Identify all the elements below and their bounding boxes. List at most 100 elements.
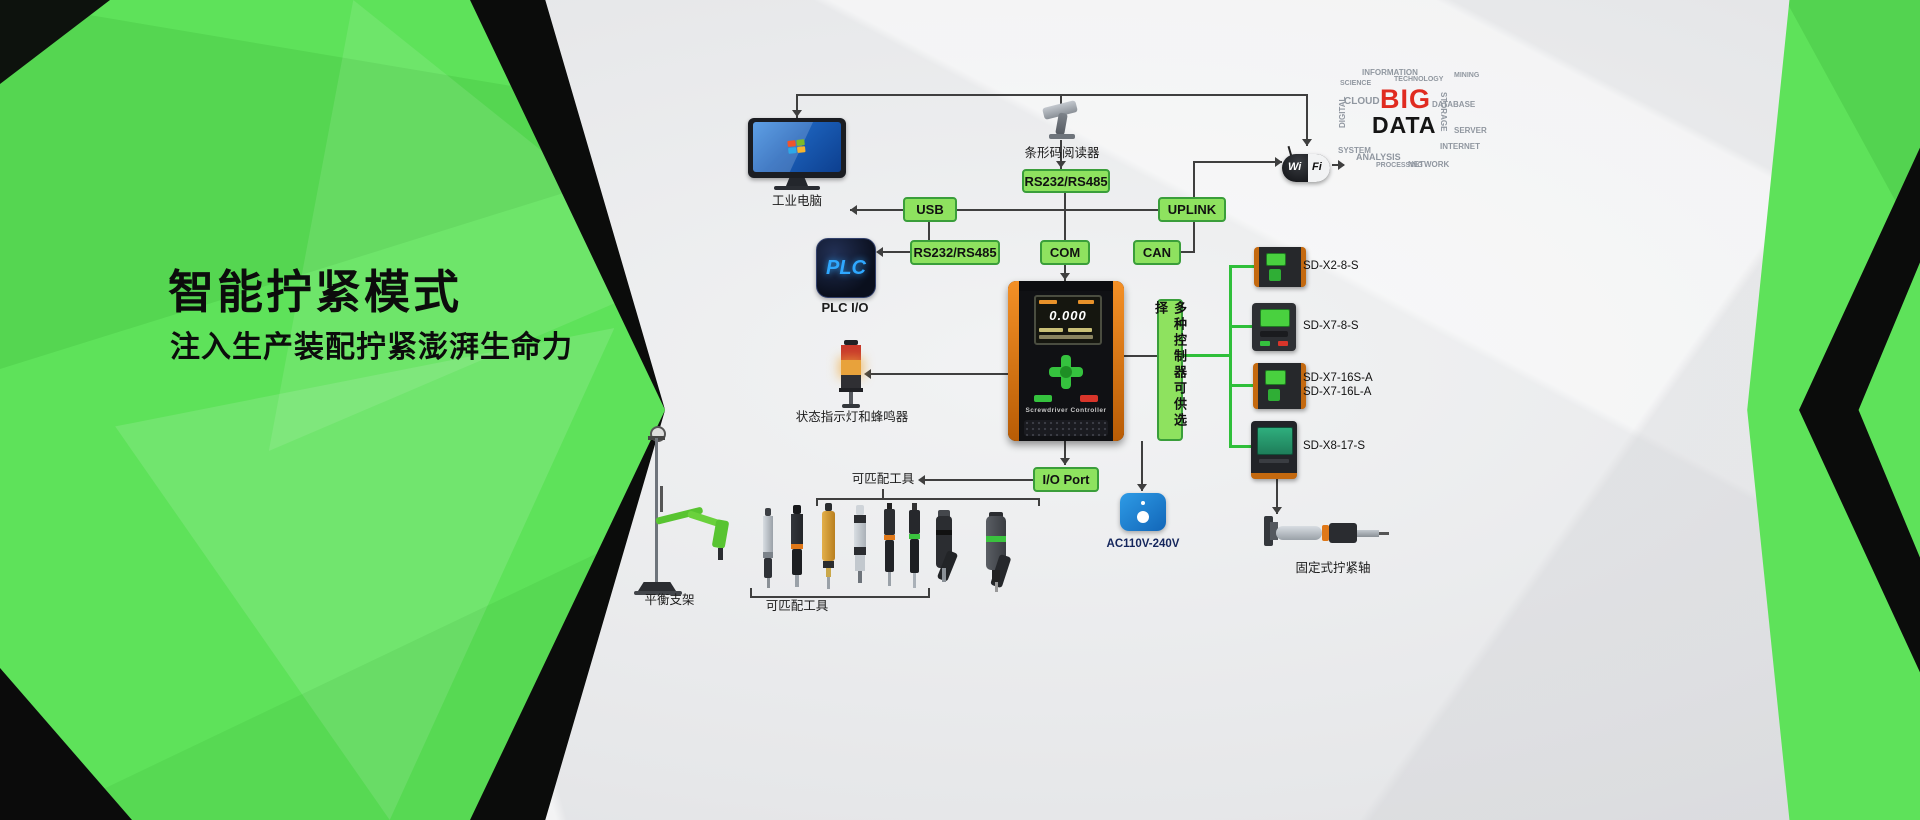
- product-screen: [1260, 309, 1290, 327]
- controller-top-band: [1019, 281, 1113, 291]
- product-model-label: SD-X7-8-S: [1303, 320, 1359, 332]
- controller-display-value: 0.000: [1049, 308, 1087, 323]
- adapter-led: [1141, 501, 1145, 505]
- connector-line: [750, 596, 930, 598]
- connector-line: [866, 373, 1008, 375]
- power-label: AC110V-240V: [1106, 538, 1180, 550]
- bigdata-big-text: BIG: [1380, 84, 1432, 114]
- arrow-down-icon: [1056, 161, 1066, 168]
- arrow-right-icon: [1275, 157, 1282, 167]
- connector-line: [928, 222, 930, 240]
- tools-bottom-label: 可匹配工具: [765, 599, 829, 613]
- connector-line: [882, 489, 884, 498]
- product-keypad: [1269, 269, 1281, 281]
- product-keypad: [1268, 389, 1280, 401]
- arrow-down-icon: [1060, 458, 1070, 465]
- plc-io-label: PLC I/O: [821, 300, 869, 315]
- tower-red-segment: [841, 345, 861, 360]
- arrow-down-icon: [1137, 484, 1147, 491]
- connector-line: [920, 479, 1033, 481]
- controller-screen: 0.000: [1034, 295, 1102, 345]
- tower-amber-segment: [841, 360, 861, 375]
- green-connector-line: [1229, 265, 1254, 268]
- screen-info-bar: [1039, 335, 1093, 339]
- port-com: COM: [1040, 240, 1090, 265]
- screen-status-bar: [1078, 300, 1094, 304]
- tower-collar: [839, 388, 863, 392]
- arrow-down-icon: [1272, 507, 1282, 514]
- industrial-pc-label: 工业电脑: [771, 194, 822, 208]
- product-model-label: SD-X7-16S-A: [1303, 372, 1373, 384]
- tool-pistol-driver-1: [936, 510, 970, 590]
- controller-dpad: [1049, 355, 1083, 389]
- tool-screwdriver-6: [909, 503, 920, 591]
- monitor-screen: [753, 122, 841, 172]
- tower-foot: [842, 404, 860, 408]
- connector-line: [750, 588, 752, 596]
- wifi-fi-text: Fi: [1312, 161, 1322, 173]
- arrow-left-icon: [876, 247, 883, 257]
- controller-right-panel: [1113, 281, 1124, 441]
- arrow-left-icon: [850, 205, 857, 215]
- cloud-word: network: [1408, 160, 1450, 169]
- screen-info-bar: [1039, 328, 1063, 332]
- connector-line: [1060, 140, 1062, 169]
- wifi-wi-text: Wi: [1288, 161, 1302, 173]
- arrow-down-icon: [1060, 273, 1070, 280]
- screwdriver-controller-image: 0.000 Screwdriver Controller: [1008, 281, 1124, 441]
- controller-port-panel: [1024, 420, 1108, 436]
- cloud-word: internet: [1440, 142, 1480, 151]
- wifi-logo-half: [1308, 154, 1330, 182]
- product-model-label: SD-X8-17-S: [1303, 440, 1365, 452]
- arrow-down-icon: [792, 110, 802, 117]
- cloud-word: digital: [1338, 96, 1347, 128]
- big-data-cloud: BIG DATA information technology storage …: [1336, 66, 1488, 176]
- cloud-word: server: [1454, 126, 1487, 135]
- product-button-row: [1260, 331, 1288, 337]
- green-connector-line: [1183, 354, 1231, 357]
- product-button-row: [1259, 459, 1289, 463]
- barcode-scanner-image: [1035, 100, 1087, 144]
- cloud-word: technology: [1394, 76, 1444, 83]
- connector-line: [1141, 441, 1143, 491]
- arrow-left-icon: [918, 475, 925, 485]
- product-screen: [1266, 253, 1286, 266]
- arrow-left-icon: [864, 369, 871, 379]
- tool-screwdriver-3: [822, 503, 835, 589]
- cloud-word: analysis: [1356, 152, 1401, 162]
- port-label: COM: [1049, 245, 1081, 260]
- product-sd-x7-image: [1252, 303, 1296, 351]
- port-io: I/O Port: [1033, 467, 1099, 492]
- cloud-word: system: [1338, 146, 1371, 155]
- cloud-word: database: [1432, 100, 1476, 109]
- port-label: UPLINK: [1167, 202, 1217, 217]
- cloud-word: science: [1340, 80, 1372, 87]
- tower-pole: [849, 392, 853, 404]
- cloud-word: information: [1362, 68, 1418, 77]
- selector-label: 多种控制器可供选择: [1153, 301, 1187, 429]
- connector-line: [1124, 355, 1157, 357]
- port-label: RS232/RS485: [913, 245, 997, 260]
- tower-cap: [844, 340, 858, 345]
- wifi-device-image: Wi Fi: [1282, 145, 1330, 184]
- tool-screwdriver-2: [791, 505, 803, 589]
- connector-line: [1306, 94, 1308, 146]
- green-connector-line: [1229, 384, 1254, 387]
- connector-line: [1038, 498, 1040, 506]
- product-model-label: SD-X7-16L-A: [1303, 386, 1372, 398]
- connector-line: [797, 94, 1308, 96]
- controller-left-panel: [1008, 281, 1019, 441]
- status-light-image: [838, 340, 864, 410]
- monitor-stand: [786, 178, 808, 186]
- industrial-pc-image: [748, 118, 846, 190]
- status-light-label: 状态指示灯和蜂鸣器: [795, 410, 909, 424]
- port-rs232-plc: RS232/RS485: [910, 240, 1000, 265]
- green-connector-line: [1229, 445, 1254, 448]
- product-model-label: SD-X2-8-S: [1303, 260, 1359, 272]
- connector-line: [1193, 161, 1282, 163]
- connector-line: [816, 498, 818, 506]
- connector-line: [816, 498, 1040, 500]
- port-can: CAN: [1133, 240, 1181, 265]
- controller-brand-text: Screwdriver Controller: [1025, 407, 1107, 414]
